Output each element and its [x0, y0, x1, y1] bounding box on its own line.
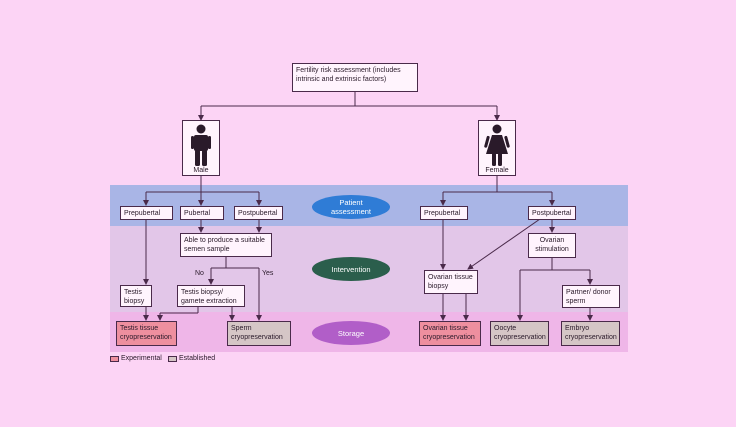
embryo-storage-box: Embryo cryopreservation: [561, 321, 620, 346]
ovarian-stimulation-box: Ovarian stimulation: [528, 233, 576, 258]
ovarian-tissue-biopsy-box: Ovarian tissue biopsy: [424, 270, 478, 294]
testis-tissue-storage-box: Testis tissue cryopreservation: [116, 321, 177, 346]
intervention-pill: Intervention: [312, 257, 390, 281]
oocyte-storage-box: Oocyte cryopreservation: [490, 321, 549, 346]
storage-pill: Storage: [312, 321, 390, 345]
no-label: No: [195, 270, 204, 277]
semen-sample-question-box: Able to produce a suitable semen sample: [180, 233, 272, 257]
partner-donor-sperm-box: Partner/ donor sperm: [562, 285, 620, 308]
female-icon-box: Female: [478, 120, 516, 176]
ovarian-tissue-storage-box: Ovarian tissue cryopreservation: [419, 321, 481, 346]
male-postpubertal-box: Postpubertal: [234, 206, 283, 220]
established-legend-label: Established: [179, 355, 216, 362]
male-icon-box: Male: [182, 120, 220, 176]
male-label: Male: [193, 167, 209, 174]
sperm-storage-box: Sperm cryopreservation: [227, 321, 291, 346]
experimental-swatch: [110, 356, 119, 362]
female-label: Female: [485, 167, 509, 174]
male-figure-icon: [191, 124, 211, 166]
male-pubertal-box: Pubertal: [180, 206, 224, 220]
male-prepubertal-box: Prepubertal: [120, 206, 173, 220]
testis-biopsy-gamete-box: Testis biopsy/ gamete extraction: [177, 285, 245, 307]
female-postpubertal-box: Postpubertal: [528, 206, 576, 220]
fertility-risk-assessment-box: Fertility risk assessment (includes intr…: [292, 63, 418, 92]
yes-label: Yes: [262, 270, 274, 277]
female-figure-icon: [484, 124, 510, 166]
patient-assessment-pill: Patient assessment: [312, 195, 390, 219]
established-swatch: [168, 356, 177, 362]
female-prepubertal-box: Prepubertal: [420, 206, 468, 220]
testis-biopsy-box: Testis biopsy: [120, 285, 152, 307]
experimental-legend-label: Experimental: [121, 355, 162, 362]
